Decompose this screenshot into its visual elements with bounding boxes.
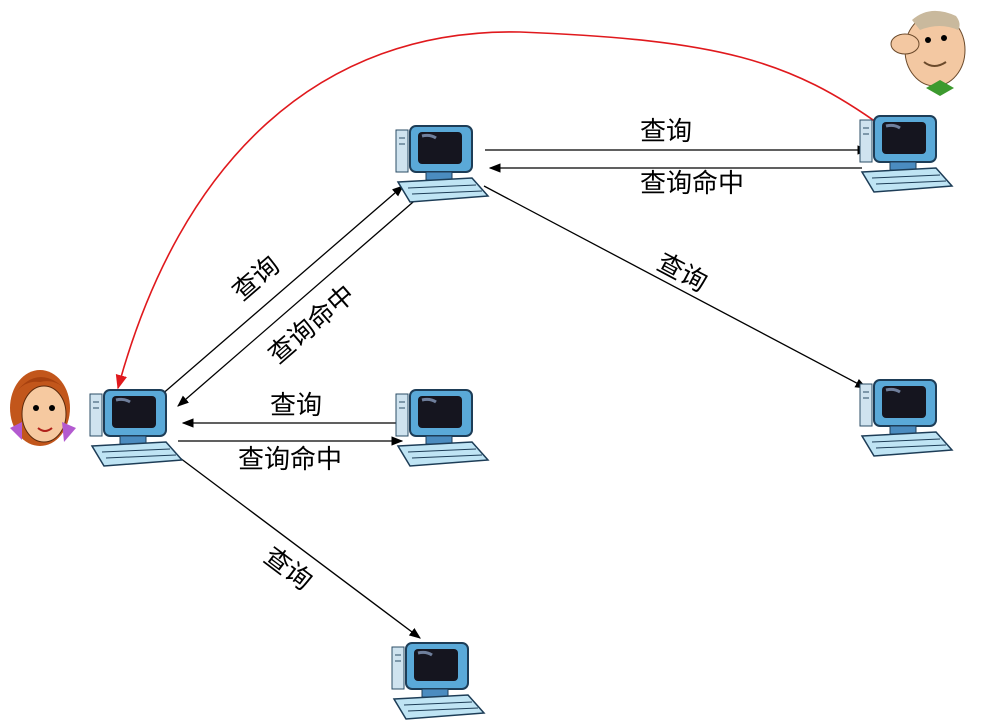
label-hit-mid: 查询命中 (238, 445, 342, 475)
arrow-query-top-to-midright (483, 185, 868, 389)
man-avatar-icon (890, 10, 966, 96)
direct-download-curve (115, 31, 884, 390)
arrow-query-left-to-bottom (171, 451, 421, 639)
computer-icon (858, 378, 954, 458)
computer-icon (88, 388, 184, 468)
label-hit-top: 查询命中 (640, 169, 744, 199)
computer-icon (390, 641, 486, 721)
woman-avatar-icon (10, 370, 76, 446)
computer-icon (394, 388, 490, 468)
computer-icon (394, 124, 490, 204)
computer-icon (858, 114, 954, 194)
arrow-hit-top-to-left (177, 195, 421, 407)
label-query-diag-left: 查询 (227, 251, 286, 308)
label-query-mid: 查询 (270, 391, 322, 421)
label-query-bottom: 查询 (258, 542, 318, 597)
arrows (159, 145, 870, 639)
arrow-query-left-to-top (159, 185, 404, 397)
label-query-top: 查询 (640, 117, 692, 147)
label-hit-diag-left: 查询命中 (263, 279, 361, 370)
